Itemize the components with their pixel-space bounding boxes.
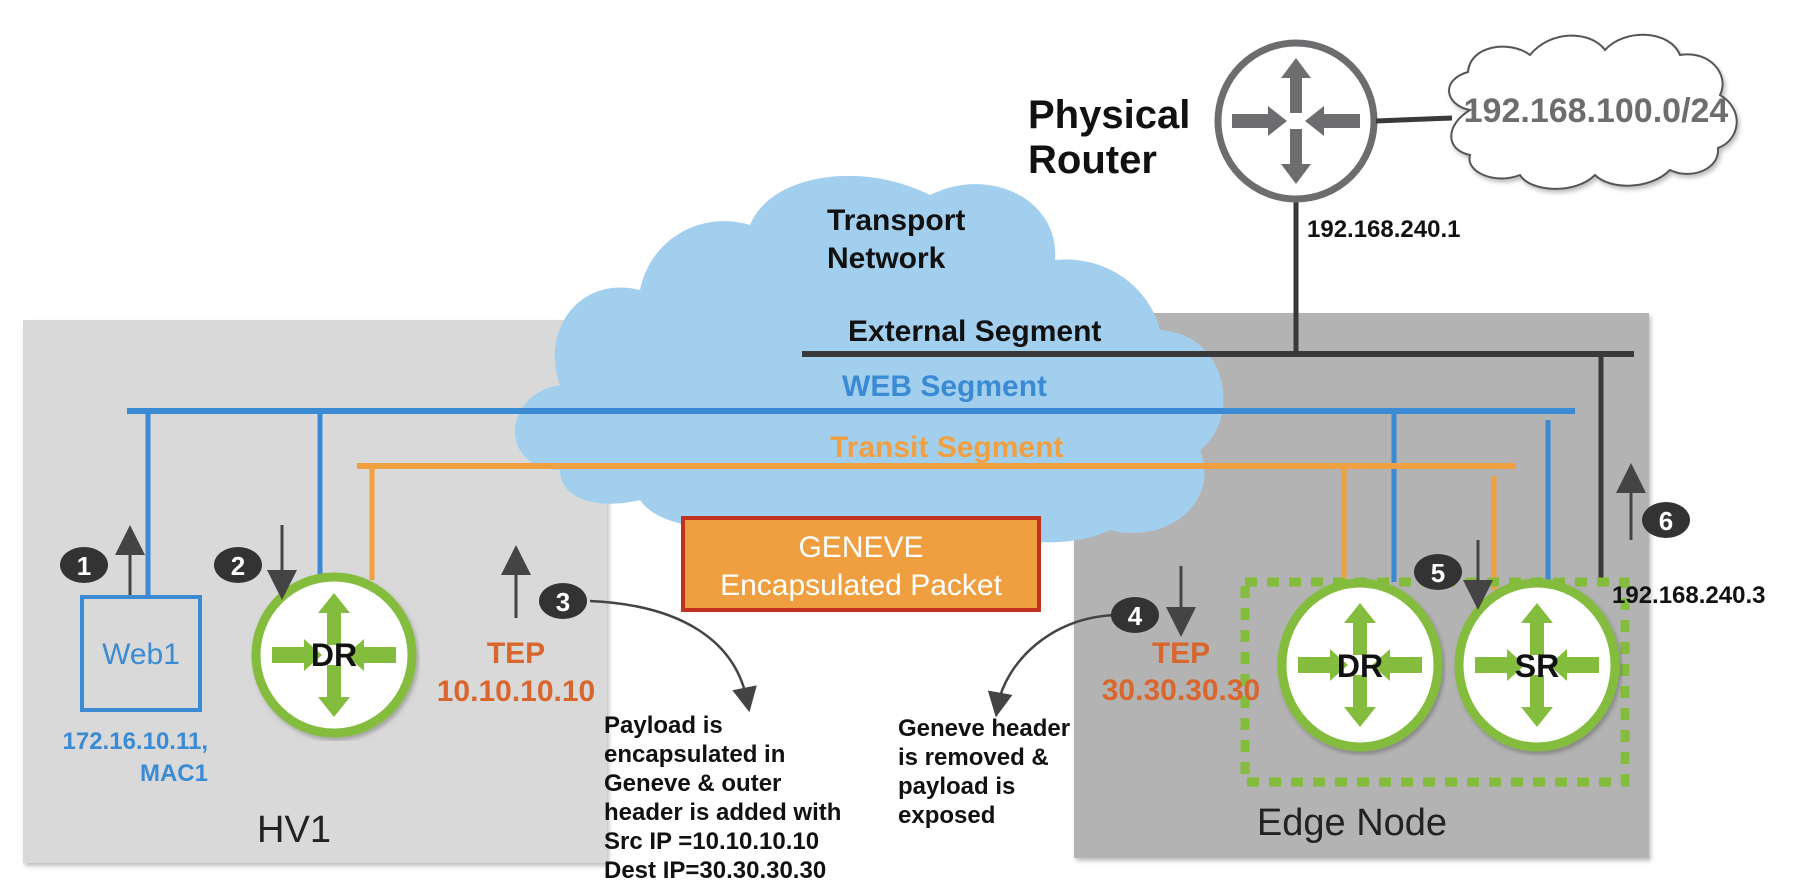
step-badge-1: 1 [60,547,108,583]
edge-node-label: Edge Node [1257,802,1447,844]
edge-router-group [1240,577,1630,787]
step-badge-2: 2 [214,547,262,583]
external-network-cloud [1448,33,1738,190]
physical-router-label: Physical [1028,93,1190,137]
note-line: encapsulated in [604,741,785,768]
geneve-label-2: Encapsulated Packet [720,569,1003,602]
step-badge-4: 4 [1111,597,1159,633]
decap-note: Geneve header is removed & payload is ex… [898,715,1070,829]
transit-segment-label: Transit Segment [830,431,1063,464]
step-number: 2 [231,551,245,581]
step-number: 1 [77,551,91,581]
hv1-tep-label: TEP [487,637,545,670]
web1-mac-label: MAC1 [140,760,208,787]
transport-network-cloud [515,175,1224,543]
note-line: Geneve header [898,715,1070,742]
web1-ip-label: 172.16.10.11, [63,728,208,755]
note-line: payload is [898,773,1015,800]
web1-label: Web1 [102,638,180,671]
hv1-dr-router-icon [251,572,417,738]
physical-router-label-2: Router [1028,138,1157,182]
edge-sr-router-icon [1454,578,1620,752]
edge-tep-ip: 30.30.30.30 [1102,674,1260,707]
step-number: 4 [1128,601,1143,631]
geneve-label: GENEVE [798,531,923,564]
encap-note-curve-arrow [589,599,757,713]
edge-dr-router-icon [1277,578,1443,752]
geneve-packet-box [681,516,1041,612]
physical-router-icon [1214,39,1378,203]
step-badge-5: 5 [1414,554,1462,590]
encap-note: Payload is encapsulated in Geneve & oute… [604,712,841,882]
transport-network-label: Transport [827,204,965,237]
web-segment-label: WEB Segment [842,370,1047,403]
edge-tep-label: TEP [1152,637,1210,670]
edge-uplink-ip: 192.168.240.3 [1612,582,1765,609]
hv1-tep-ip: 10.10.10.10 [437,675,595,708]
external-segment-label: External Segment [848,315,1101,348]
step-number: 3 [556,587,570,617]
edge-sr-label: SR [1515,648,1559,684]
router-uplink-ip: 192.168.240.1 [1307,216,1460,243]
web1-vm-box [80,595,202,712]
note-line: Src IP =10.10.10.10 [604,828,819,855]
decap-note-curve-arrow [987,613,1121,718]
note-line: Payload is [604,712,723,739]
transport-network-label-2: Network [827,242,946,275]
router-to-external-network-link [1375,115,1453,124]
step-badge-6: 6 [1642,502,1690,538]
note-line: header is added with [604,799,841,826]
step-number: 5 [1431,558,1445,588]
note-line: is removed & [898,744,1049,771]
hv1-host-label: HV1 [257,809,331,851]
note-line: exposed [898,802,995,829]
note-line: Geneve & outer [604,770,781,797]
external-network-label: 192.168.100.0/24 [1464,92,1729,130]
step-number: 6 [1659,506,1673,536]
edge-dr-label: DR [1337,648,1383,684]
note-line: Dest IP=30.30.30.30 [604,857,826,882]
step-badge-3: 3 [539,583,587,619]
hv1-dr-label: DR [311,637,357,673]
